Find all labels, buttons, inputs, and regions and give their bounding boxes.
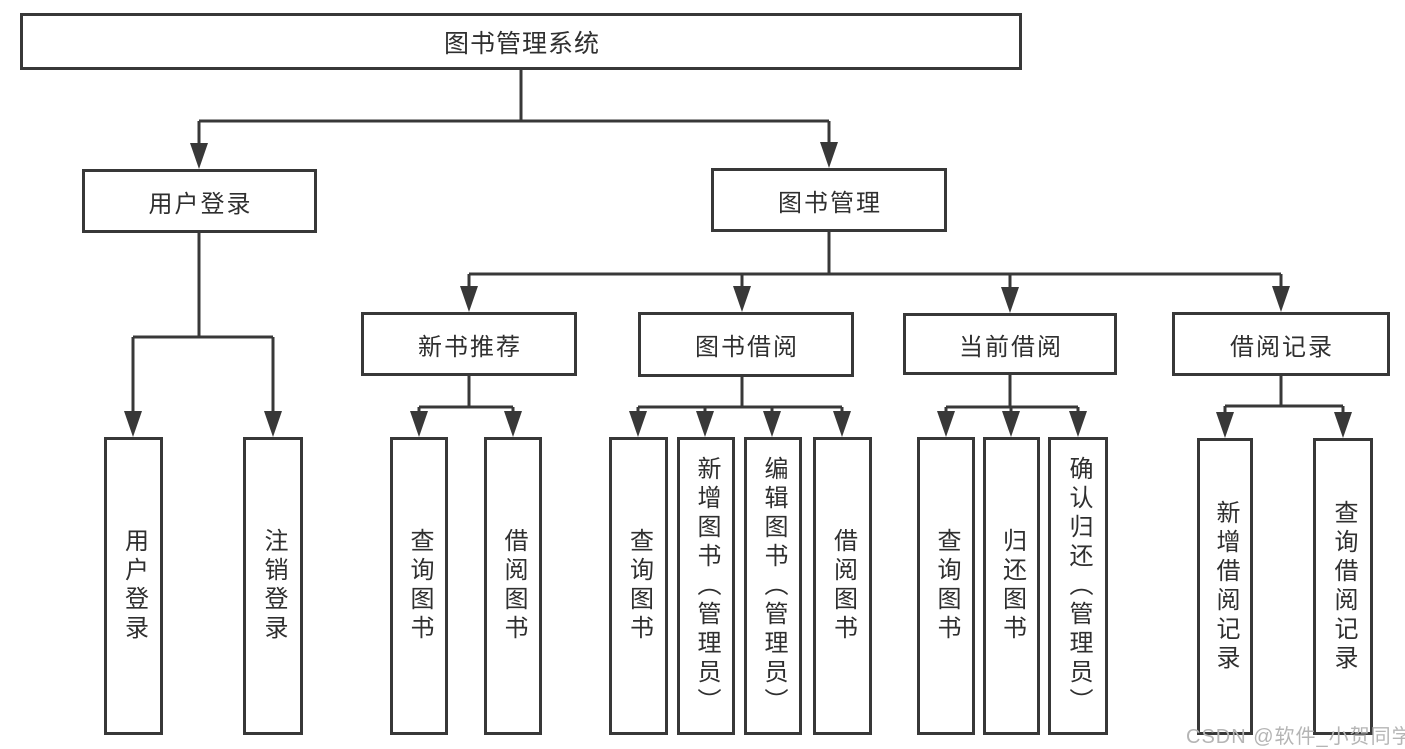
leaf-query-books-current: 查询图书 [917, 437, 975, 735]
leaf-add-books-admin: 新增图书（管理员） [677, 437, 735, 735]
node-label: 查询图书 [406, 528, 433, 644]
leaf-logout: 注销登录 [243, 437, 303, 735]
node-label: 归还图书 [998, 528, 1026, 644]
node-label: 用户登录 [120, 528, 148, 644]
leaf-add-borrow-record: 新增借阅记录 [1197, 438, 1253, 735]
leaf-query-books-recommend: 查询图书 [390, 437, 448, 735]
csdn-watermark: CSDN @软件_小贺同学 [1186, 726, 1405, 748]
leaf-edit-books-admin: 编辑图书（管理员） [744, 437, 802, 735]
node-label: 新书推荐 [418, 333, 522, 361]
node-label: 编辑图书（管理员） [760, 455, 787, 717]
node-borrowing-records: 借阅记录 [1172, 312, 1390, 376]
node-label: 新增图书（管理员） [693, 455, 720, 717]
leaf-confirm-return-admin: 确认归还（管理员） [1048, 437, 1108, 735]
node-label: 借阅记录 [1230, 333, 1334, 361]
node-label: 图书管理 [778, 189, 882, 217]
node-label: 当前借阅 [959, 333, 1063, 361]
node-user-login-branch: 用户登录 [82, 169, 317, 233]
leaf-borrow-books-recommend: 借阅图书 [484, 437, 542, 735]
leaf-user-login: 用户登录 [104, 437, 163, 735]
node-label: 用户登录 [148, 190, 253, 218]
leaf-borrow-books: 借阅图书 [813, 437, 872, 735]
node-label: 图书管理系统 [443, 29, 600, 58]
node-root-library-system: 图书管理系统 [20, 13, 1022, 70]
node-current-borrowing: 当前借阅 [903, 313, 1117, 375]
node-book-management-branch: 图书管理 [711, 168, 947, 232]
leaf-query-books-borrowing: 查询图书 [609, 437, 668, 735]
node-book-borrowing: 图书借阅 [638, 312, 854, 377]
node-label: 查询图书 [933, 528, 960, 644]
node-label: 借阅图书 [500, 528, 527, 644]
node-label: 新增借阅记录 [1212, 499, 1239, 674]
node-label: 查询图书 [625, 528, 653, 644]
node-label: 借阅图书 [829, 528, 857, 644]
node-label: 确认归还（管理员） [1065, 455, 1092, 717]
node-label: 图书借阅 [695, 334, 799, 361]
node-label: 查询借阅记录 [1330, 499, 1357, 674]
node-label: 注销登录 [260, 528, 287, 644]
leaf-query-borrow-record: 查询借阅记录 [1313, 438, 1373, 735]
node-new-book-recommendation: 新书推荐 [361, 312, 577, 376]
leaf-return-books: 归还图书 [983, 437, 1040, 735]
